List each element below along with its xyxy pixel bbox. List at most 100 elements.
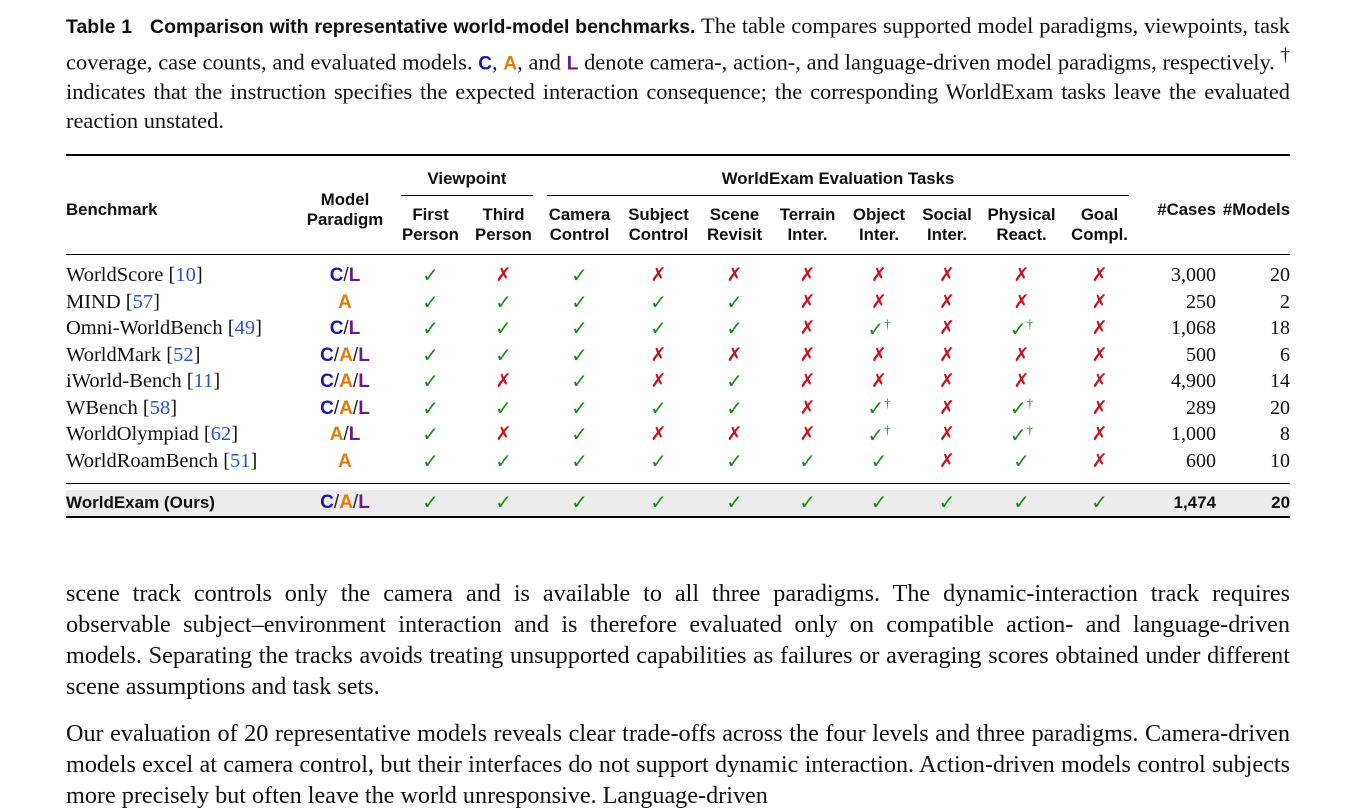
- task-cell: ✗: [467, 263, 540, 290]
- check-icon: ✓: [870, 490, 888, 515]
- citation-link[interactable]: 49: [234, 317, 256, 340]
- cross-icon: ✗: [1091, 449, 1108, 472]
- task-cell: ✗: [844, 369, 914, 396]
- paradigm-code: C: [329, 265, 344, 287]
- cross-icon: ✗: [939, 343, 955, 366]
- task-cell: ✗: [1063, 369, 1136, 396]
- caption-dagger: †: [1280, 44, 1291, 66]
- benchmark-name-cell: iWorld-Bench [11]: [66, 370, 221, 393]
- citation-link[interactable]: 62: [210, 423, 232, 446]
- task-cell: ✓: [540, 289, 619, 316]
- task-cell: ✓: [394, 342, 467, 369]
- task-cell: ✗: [914, 289, 980, 316]
- cross-icon: ✗: [1091, 343, 1108, 366]
- models-count: 14: [1270, 370, 1291, 393]
- check-icon: ✓: [495, 316, 512, 341]
- ours-benchmark-name: WorldExam (Ours): [66, 489, 296, 517]
- task-cell: ✗: [1063, 448, 1136, 475]
- cross-icon: ✗: [1013, 264, 1030, 287]
- task-cell: ✓: [1063, 489, 1137, 517]
- task-cell: ✓: [980, 448, 1063, 475]
- paradigm-cell: C/L: [296, 263, 394, 290]
- cross-icon: ✗: [871, 264, 887, 287]
- sub-header-line-1: Object: [852, 204, 906, 224]
- task-cell: ✓: [394, 316, 467, 343]
- check-icon: ✓: [938, 490, 956, 515]
- task-cell: ✗: [914, 342, 980, 369]
- check-icon: ✓: [571, 342, 588, 367]
- check-icon: ✓: [867, 316, 885, 341]
- paradigm-separator: /: [343, 318, 349, 340]
- check-icon: ✓: [422, 422, 439, 447]
- check-icon: ✓: [571, 422, 588, 447]
- paradigm-code: L: [358, 492, 370, 514]
- cross-icon: ✗: [1091, 317, 1108, 340]
- paradigm-code: L: [358, 371, 370, 393]
- benchmark-name: WorldScore: [66, 264, 164, 287]
- header-viewpoint-label: Viewpoint: [427, 169, 507, 188]
- task-cell: ✗: [914, 448, 980, 475]
- citation-link[interactable]: 11: [193, 370, 214, 393]
- citation-link[interactable]: 51: [230, 449, 251, 472]
- task-cell: ✗: [980, 289, 1063, 316]
- paradigm-separator: /: [333, 397, 340, 419]
- check-icon: ✓: [799, 448, 816, 473]
- cross-icon: ✗: [939, 290, 955, 313]
- check-icon: ✓: [726, 289, 743, 314]
- models-count: 20: [1270, 264, 1291, 287]
- cross-icon: ✗: [650, 343, 667, 366]
- sub-header-line-2: Compl.: [1071, 224, 1128, 244]
- task-cell: ✓: [540, 263, 619, 290]
- paradigm-code: A: [339, 397, 353, 419]
- paradigm-code: L: [358, 397, 370, 419]
- paradigm-code: A: [329, 424, 344, 446]
- task-cell: ✓: [394, 263, 467, 290]
- models-count: 6: [1280, 343, 1291, 366]
- paradigm-cell: C/L: [296, 316, 394, 343]
- sub-header-line-1: Terrain: [779, 204, 836, 224]
- citation-link[interactable]: 52: [173, 343, 194, 366]
- task-cell: ✓: [467, 316, 540, 343]
- citation-link[interactable]: 10: [175, 264, 196, 287]
- task-cell: ✓: [540, 369, 619, 396]
- check-icon: ✓: [571, 316, 588, 341]
- task-cell: ✓†: [980, 316, 1063, 343]
- task-cell: ✓: [698, 316, 771, 343]
- task-cell: ✓†: [980, 422, 1063, 449]
- task-cell: ✓: [914, 489, 981, 517]
- cross-icon: ✗: [1091, 290, 1108, 313]
- task-cell: ✓: [394, 422, 467, 449]
- citation-link[interactable]: 58: [149, 396, 171, 419]
- sub-header-line-2: Revisit: [707, 224, 763, 244]
- task-cell: ✓: [619, 395, 698, 422]
- paradigm-code: L: [348, 424, 361, 446]
- models-count: 18: [1270, 317, 1291, 340]
- paradigm-code: A: [338, 291, 352, 313]
- cases-count: 1,068: [1171, 317, 1217, 340]
- dagger-mark: †: [884, 421, 891, 437]
- check-icon: ✓: [571, 490, 588, 515]
- body-paragraph-2: Our evaluation of 20 representative mode…: [66, 720, 1290, 809]
- check-icon: ✓: [650, 395, 667, 420]
- header-models: #Models: [1222, 199, 1291, 219]
- task-cell: ✓†: [844, 316, 914, 343]
- task-cell: ✗: [980, 342, 1063, 369]
- paradigm-separator: /: [352, 397, 359, 419]
- task-cell: ✗: [914, 316, 980, 343]
- cross-icon: ✗: [726, 343, 743, 366]
- task-cell: ✗: [1063, 422, 1136, 449]
- task-cell: ✗: [1063, 342, 1136, 369]
- citation-link[interactable]: 57: [132, 290, 154, 313]
- cross-icon: ✗: [1013, 290, 1030, 313]
- paradigm-separator: /: [352, 492, 359, 514]
- paradigm-separator: /: [333, 344, 340, 366]
- cross-icon: ✗: [939, 423, 955, 446]
- task-cell: ✓: [394, 448, 467, 475]
- task-cell: ✗: [914, 422, 980, 449]
